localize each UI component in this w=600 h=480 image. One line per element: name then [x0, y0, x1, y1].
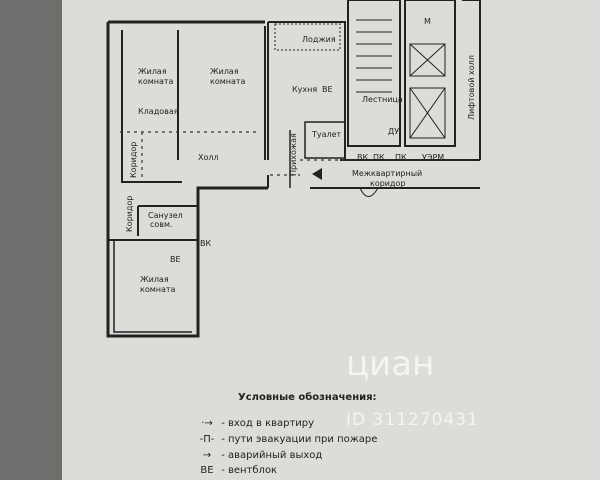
code-labels: ВЕ ВЕ ВК ВК ПК ПК ДУ УЭРМ М [170, 17, 444, 264]
room-label-storage: Кладовая [138, 107, 179, 116]
toilet-wall [304, 121, 346, 159]
room-label-hallway: Прихожая [289, 133, 298, 176]
legend-symbol-entrance: ·→ [201, 418, 213, 429]
code-pk-1: ПК [373, 153, 385, 162]
cian-watermark: циан ID 311270431 [346, 344, 536, 434]
legend-symbol-evacuation: -П- [199, 434, 215, 445]
legend-entry-emergency-exit: → - аварийный выход [196, 450, 323, 461]
code-uzerm: УЭРМ [422, 153, 444, 162]
lift-2 [409, 87, 446, 139]
room-label-intercorridor: Межквартирный [352, 169, 422, 178]
legend-text-evacuation: - пути эвакуации при пожаре [221, 434, 378, 445]
room-label-stairs: Лестница [362, 95, 403, 104]
room-label-kitchen: Кухня [292, 85, 317, 94]
lift-block [404, 0, 456, 147]
living3-wall [113, 240, 192, 333]
door-arc [359, 187, 379, 197]
code-du: ДУ [388, 127, 399, 136]
room-label-living3b: комната [140, 285, 176, 294]
bath-wall [137, 205, 198, 236]
legend-symbol-ventblock: ВЕ [200, 465, 214, 476]
entry-arrow [312, 168, 322, 180]
legend-entry-entrance: ·→ - вход в квартиру [196, 418, 314, 429]
room-label-corridor1: Коридор [129, 142, 138, 178]
lift-hall [462, 0, 481, 160]
room-label-intercorridor-b: коридор [370, 179, 406, 188]
legend-entry-evacuation: -П- - пути эвакуации при пожаре [196, 434, 378, 445]
legend-symbol-emergency-exit: → [202, 450, 212, 461]
legend-text-emergency-exit: - аварийный выход [221, 450, 323, 461]
legend-text-entrance: - вход в квартиру [221, 418, 315, 429]
loggia-box [274, 23, 341, 51]
room-label-bath: Санузел [148, 211, 183, 220]
room-label-living3: Жилая [140, 275, 169, 284]
kitchen-wall [267, 21, 346, 160]
room-label-living1: Жилая [138, 67, 167, 76]
code-pk-2: ПК [395, 153, 407, 162]
stair-lines [356, 19, 392, 93]
legend-entry-ventblock: ВЕ - вентблок [196, 465, 277, 476]
code-vk-bath: ВК [200, 239, 211, 248]
legend-title: Условные обозначения: [238, 392, 377, 403]
room-labels: Жилая комната Жилая комната Кладовая Хол… [125, 35, 476, 294]
room-label-living1b: комната [138, 77, 174, 86]
outer-wall [106, 20, 268, 338]
room-label-living2: Жилая [210, 67, 239, 76]
code-be-bath: ВЕ [170, 255, 181, 264]
room-label-shaft: Лифтовой холл [467, 55, 476, 120]
room-label-corridor2: Коридор [125, 196, 134, 232]
partition-1 [121, 30, 182, 183]
code-vk-corridor: ВК [357, 153, 368, 162]
room-label-living2b: комната [210, 77, 246, 86]
watermark-brand: циан [346, 344, 435, 384]
room-label-toilet: Туалет [311, 130, 342, 139]
room-label-hall: Холл [198, 153, 219, 162]
stair-core [347, 0, 401, 147]
legend-text-ventblock: - вентблок [221, 465, 278, 476]
code-be-kitchen: ВЕ [322, 85, 333, 94]
code-m: М [424, 17, 431, 26]
lift-1 [409, 43, 446, 77]
room-label-loggia: Лоджия [302, 35, 336, 44]
watermark-id: ID 311270431 [346, 410, 479, 430]
room-label-bath-b: совм. [150, 220, 173, 229]
